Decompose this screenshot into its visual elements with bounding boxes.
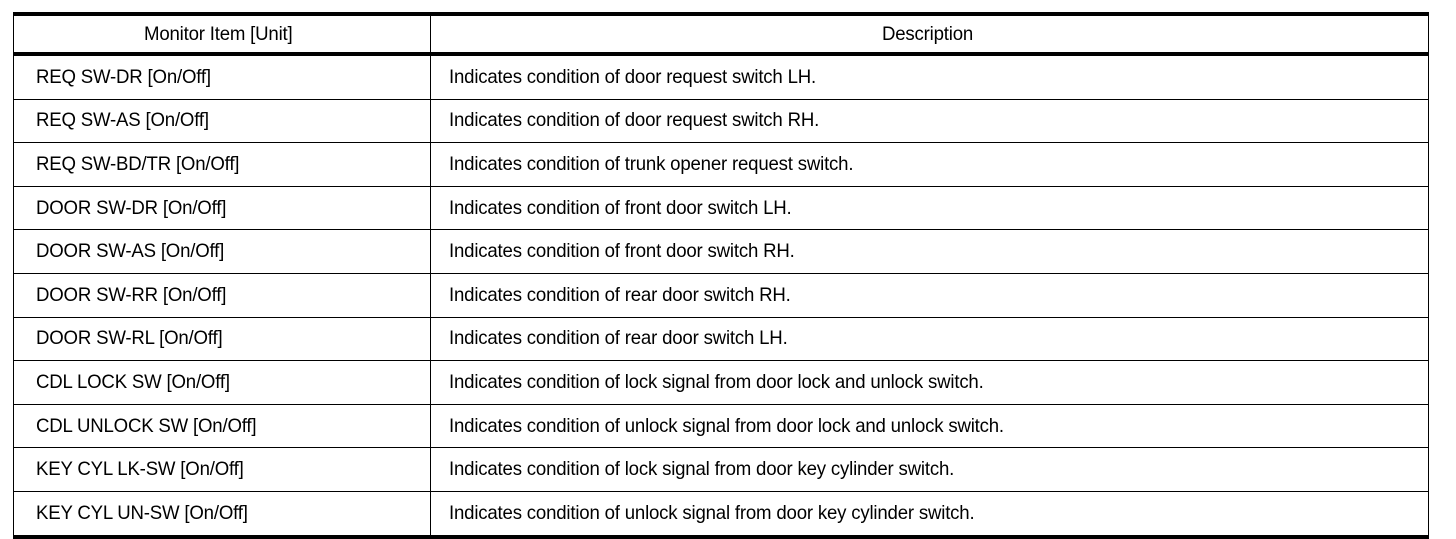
description-label: Indicates condition of front door switch… (449, 196, 792, 219)
description-label: Indicates condition of door request swit… (449, 65, 816, 88)
table-row: DOOR SW-DR [On/Off] Indicates condition o… (13, 186, 1429, 231)
cell-monitor-item: REQ SW-AS [On/Off] (13, 99, 431, 144)
column-header-description: Description (430, 14, 1429, 56)
table-row: CDL UNLOCK SW [On/Off] Indicates conditio… (13, 404, 1429, 449)
cell-description: Indicates condition of rear door switch … (430, 273, 1429, 318)
cell-description: Indicates condition of unlock signal fro… (430, 404, 1429, 449)
table-row: DOOR SW-RR [On/Off] Indicates condition o… (13, 273, 1429, 318)
cell-description: Indicates condition of trunk opener requ… (430, 142, 1429, 187)
cell-description: Indicates condition of unlock signal fro… (430, 491, 1429, 537)
table-row: REQ SW-AS [On/Off] Indicates condition of… (13, 99, 1429, 144)
monitor-item-label: KEY CYL LK-SW [On/Off] (36, 458, 244, 481)
table-row: DOOR SW-AS [On/Off] Indicates condition o… (13, 229, 1429, 274)
cell-monitor-item: KEY CYL UN-SW [On/Off] (13, 491, 431, 537)
table-body: REQ SW-DR [On/Off] Indicates condition of… (13, 54, 1429, 537)
cell-description: Indicates condition of lock signal from … (430, 360, 1429, 405)
description-label: Indicates condition of lock signal from … (449, 458, 955, 481)
cell-description: Indicates condition of front door switch… (430, 186, 1429, 231)
monitor-item-label: REQ SW-DR [On/Off] (36, 65, 211, 88)
column-header-description-label: Description (881, 22, 973, 45)
column-header-monitor-item-label: Monitor Item [Unit] (144, 22, 293, 45)
cell-monitor-item: DOOR SW-RL [On/Off] (13, 317, 431, 362)
monitor-item-label: DOOR SW-AS [On/Off] (36, 240, 225, 263)
cell-monitor-item: CDL UNLOCK SW [On/Off] (13, 404, 431, 449)
column-header-monitor-item: Monitor Item [Unit] (13, 14, 431, 56)
table-header-row: Monitor Item [Unit] Description (13, 14, 1429, 56)
monitor-item-table: Monitor Item [Unit] Description REQ SW-D… (13, 12, 1429, 539)
cell-monitor-item: DOOR SW-AS [On/Off] (13, 229, 431, 274)
table-header: Monitor Item [Unit] Description (13, 14, 1429, 56)
table-row: REQ SW-DR [On/Off] Indicates condition of… (13, 54, 1429, 100)
monitor-item-label: CDL UNLOCK SW [On/Off] (36, 414, 257, 437)
description-label: Indicates condition of rear door switch … (449, 283, 791, 306)
cell-monitor-item: CDL LOCK SW [On/Off] (13, 360, 431, 405)
cell-description: Indicates condition of rear door switch … (430, 317, 1429, 362)
monitor-item-label: DOOR SW-DR [On/Off] (36, 196, 227, 219)
description-label: Indicates condition of unlock signal fro… (449, 414, 1004, 437)
cell-monitor-item: DOOR SW-RR [On/Off] (13, 273, 431, 318)
monitor-item-label: DOOR SW-RR [On/Off] (36, 283, 227, 306)
monitor-item-label: REQ SW-AS [On/Off] (36, 109, 209, 132)
cell-monitor-item: DOOR SW-DR [On/Off] (13, 186, 431, 231)
description-label: Indicates condition of trunk opener requ… (449, 152, 854, 175)
description-label: Indicates condition of lock signal from … (449, 370, 984, 393)
table-row: REQ SW-BD/TR [On/Off] Indicates condition… (13, 142, 1429, 187)
description-label: Indicates condition of rear door switch … (449, 327, 788, 350)
cell-description: Indicates condition of lock signal from … (430, 447, 1429, 492)
monitor-item-label: CDL LOCK SW [On/Off] (36, 370, 230, 393)
cell-monitor-item: KEY CYL LK-SW [On/Off] (13, 447, 431, 492)
cell-description: Indicates condition of door request swit… (430, 54, 1429, 100)
monitor-item-label: REQ SW-BD/TR [On/Off] (36, 152, 240, 175)
description-label: Indicates condition of front door switch… (449, 240, 795, 263)
cell-monitor-item: REQ SW-DR [On/Off] (13, 54, 431, 100)
table-row: KEY CYL UN-SW [On/Off] Indicates conditio… (13, 491, 1429, 537)
description-label: Indicates condition of door request swit… (449, 109, 820, 132)
table-row: KEY CYL LK-SW [On/Off] Indicates conditio… (13, 447, 1429, 492)
table-row: CDL LOCK SW [On/Off] Indicates condition … (13, 360, 1429, 405)
table-row: DOOR SW-RL [On/Off] Indicates condition o… (13, 317, 1429, 362)
cell-description: Indicates condition of door request swit… (430, 99, 1429, 144)
description-label: Indicates condition of unlock signal fro… (449, 501, 975, 524)
monitor-item-label: DOOR SW-RL [On/Off] (36, 327, 223, 350)
cell-description: Indicates condition of front door switch… (430, 229, 1429, 274)
monitor-item-label: KEY CYL UN-SW [On/Off] (36, 501, 248, 524)
cell-monitor-item: REQ SW-BD/TR [On/Off] (13, 142, 431, 187)
